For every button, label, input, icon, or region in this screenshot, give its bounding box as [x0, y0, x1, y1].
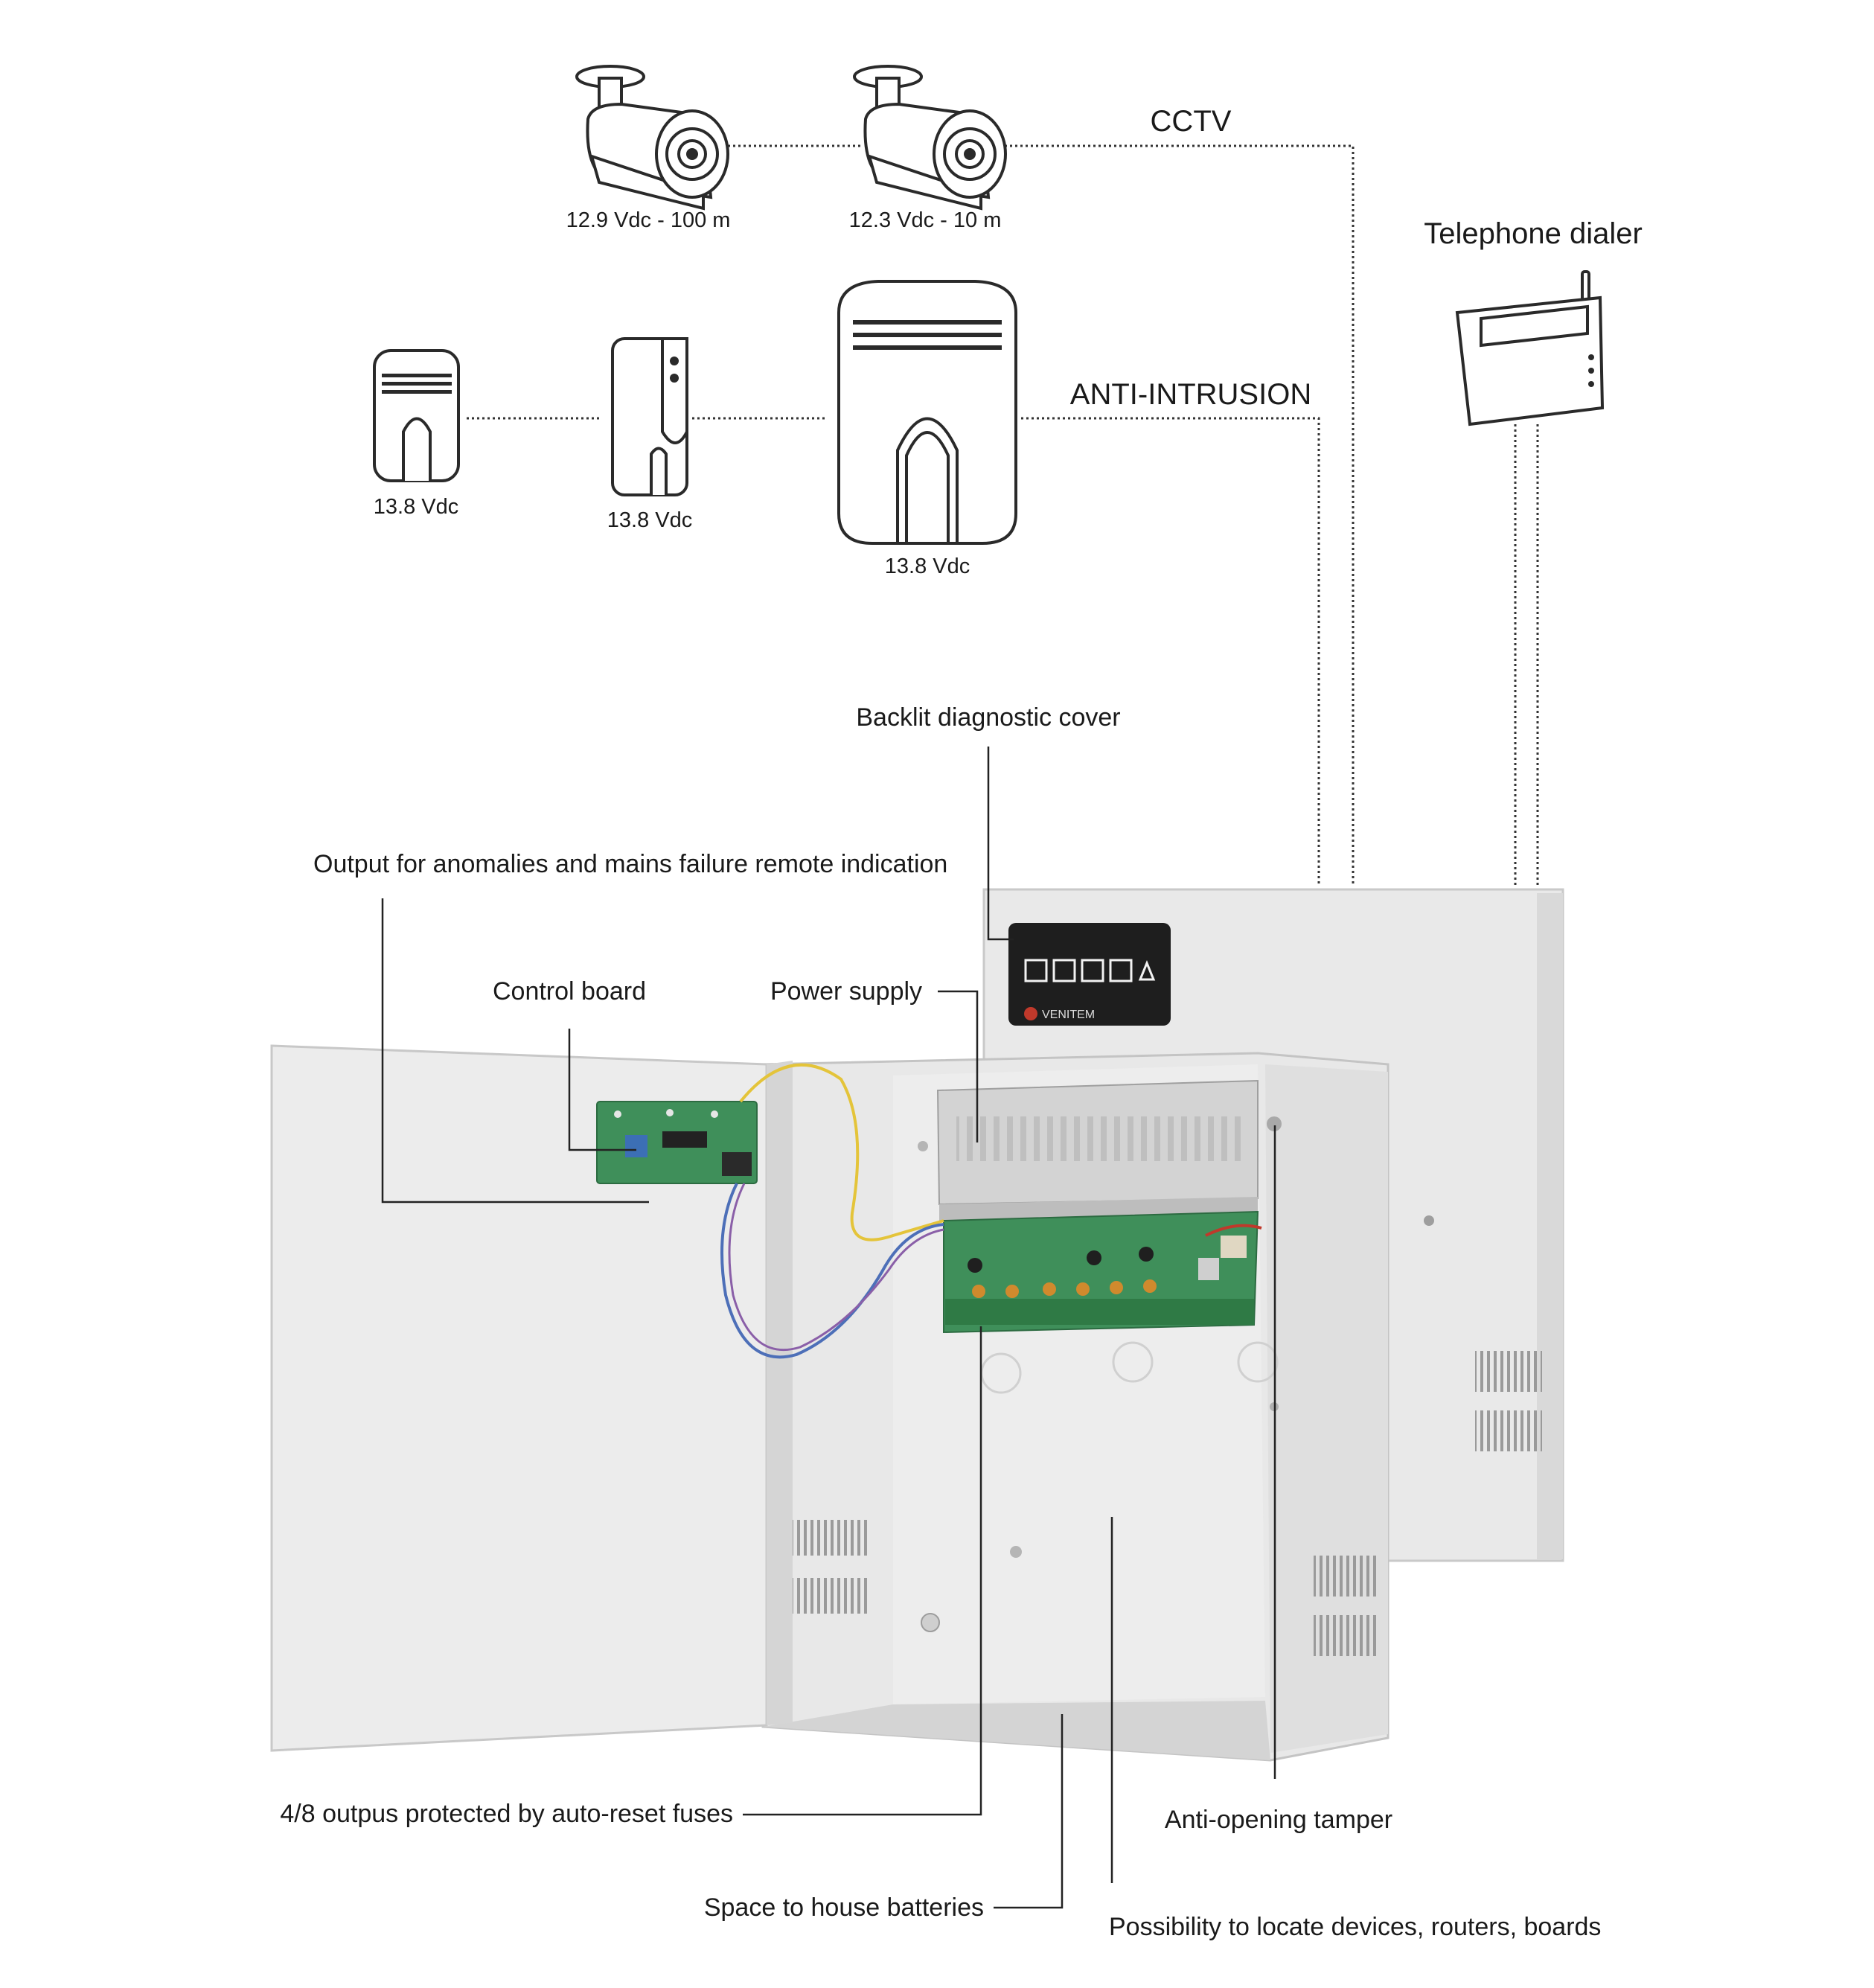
telephone-dialer-label: Telephone dialer — [1424, 217, 1643, 250]
outputs-fuses-label: 4/8 outpus protected by auto-reset fuses — [280, 1800, 733, 1828]
door-vent-lower — [793, 1578, 871, 1614]
anti-opening-tamper-label: Anti-opening tamper — [1165, 1806, 1392, 1834]
rear-vent-lower — [1475, 1410, 1542, 1451]
output-anomalies-label: Output for anomalies and mains failure r… — [313, 850, 947, 878]
leader-output-anomalies — [381, 898, 649, 1204]
callout-leaders — [381, 747, 1276, 1909]
side-vent-upper — [1314, 1556, 1377, 1597]
detector-small — [373, 349, 460, 482]
camera-1-label: 12.9 Vdc - 100 m — [566, 208, 731, 232]
rear-screw — [1424, 1215, 1434, 1226]
brand-label: VENITEM — [1042, 1009, 1095, 1021]
cctv-trunk-line — [1005, 144, 1355, 886]
detector-contact-label: 13.8 Vdc — [607, 508, 692, 532]
brand-logo-icon — [1024, 1007, 1037, 1020]
connection-lines — [467, 144, 1539, 886]
rear-vent-upper — [1475, 1351, 1542, 1392]
open-door — [270, 1044, 871, 1752]
control-board-label: Control board — [493, 977, 646, 1006]
leader-control-board — [568, 1029, 636, 1151]
warning-icon — [1138, 960, 1156, 981]
diagnostic-led-icon — [1052, 959, 1076, 982]
door-vent-upper — [793, 1520, 871, 1556]
wiring — [720, 1063, 1262, 1359]
diagnostic-led-icon — [1024, 959, 1048, 982]
knockout-hole — [1112, 1341, 1154, 1383]
side-vent-lower — [1314, 1615, 1377, 1656]
telephone-dialer-icon — [1455, 270, 1605, 426]
terminal-board — [943, 1210, 1259, 1334]
knockout-hole — [1237, 1341, 1279, 1383]
power-supply-label: Power supply — [770, 977, 922, 1006]
backlit-cover-label: Backlit diagnostic cover — [856, 703, 1120, 732]
backlit-diagnostic-cover: VENITEM — [1008, 923, 1171, 1026]
detector-small-label: 13.8 Vdc — [374, 495, 458, 519]
camera-2-label: 12.3 Vdc - 10 m — [849, 208, 1002, 232]
devices-space-label: Possibility to locate devices, routers, … — [1109, 1913, 1601, 1941]
diagnostic-led-icon — [1109, 959, 1133, 982]
control-board — [596, 1101, 758, 1184]
leader-backlit-cover — [987, 747, 1014, 941]
cctv-group-label: CCTV — [1151, 105, 1232, 138]
anti-intrusion-group-label: ANTI-INTRUSION — [1070, 378, 1311, 411]
power-supply — [936, 1079, 1259, 1221]
detector-siren-label: 13.8 Vdc — [885, 554, 970, 578]
intrusion-trunk-line — [1021, 417, 1320, 886]
diagnostic-led-icon — [1081, 959, 1104, 982]
leader-battery-space — [994, 1714, 1064, 1909]
camera-2 — [853, 65, 1007, 211]
tamper-switch — [1267, 1116, 1282, 1131]
detector-siren — [837, 280, 1017, 545]
leader-outputs-fuses — [743, 1326, 982, 1816]
battery-space-label: Space to house batteries — [704, 1893, 984, 1922]
detector-contact — [611, 337, 688, 496]
leader-power-supply — [938, 990, 979, 1142]
camera-1 — [575, 65, 729, 211]
